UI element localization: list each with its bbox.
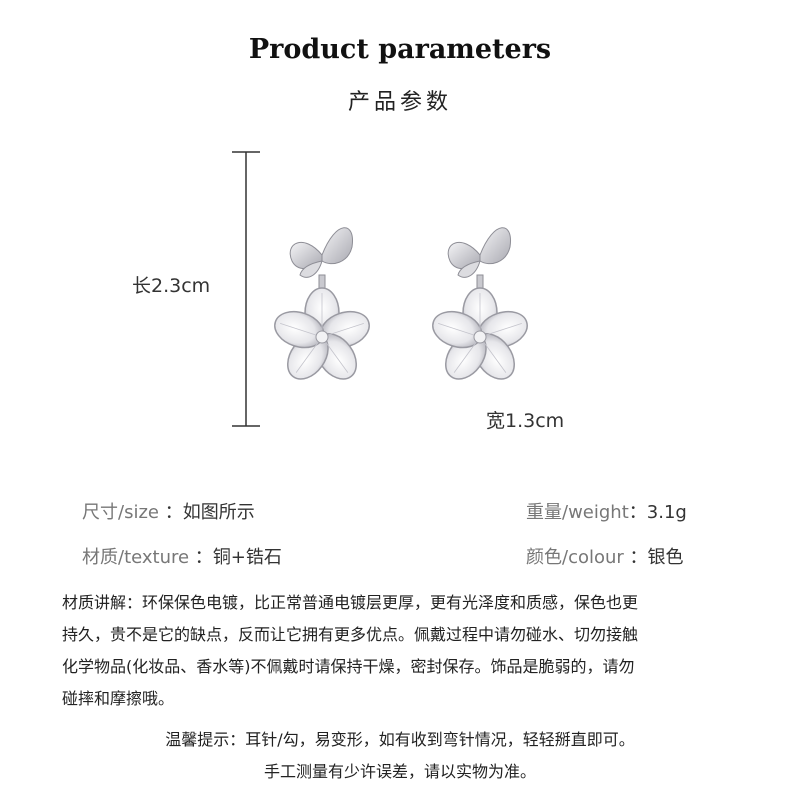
spec-weight-separator: ： — [628, 502, 647, 523]
description-line: 化学物品(化妆品、香水等)不佩戴时请保持干燥，密封保存。饰品是脆弱的，请勿 — [62, 657, 635, 676]
spec-texture: 材质/texture ：铜+锆石 — [82, 543, 282, 569]
spec-colour-value: 银色 — [647, 547, 684, 568]
width-label: 宽1.3cm — [486, 410, 565, 432]
description-line: 碰摔和摩擦哦。 — [62, 689, 175, 708]
length-label: 长2.3cm — [132, 275, 211, 297]
spec-weight: 重量/weight：3.1g — [526, 498, 687, 524]
spec-weight-label: 重量/weight — [526, 502, 629, 523]
spec-size-label: 尺寸/size — [82, 502, 159, 523]
spec-texture-label: 材质/texture — [82, 547, 190, 568]
spec-size: 尺寸/size ：如图所示 — [82, 498, 255, 524]
earrings-image — [269, 226, 533, 388]
description-line: 材质讲解：环保保色电镀，比正常普通电镀层更厚，更有光泽度和质感，保色也更 — [62, 593, 639, 612]
measurement-disclaimer: 手工测量有少许误差，请以实物为准。 — [263, 762, 536, 781]
description-line: 持久，贵不是它的缺点，反而让它拥有更多优点。佩戴过程中请勿碰水、切勿接触 — [62, 625, 639, 644]
spec-size-separator: ： — [158, 502, 183, 523]
spec-texture-separator: ： — [189, 547, 213, 568]
spec-colour: 颜色/colour ：银色 — [526, 543, 684, 569]
spec-colour-separator: ： — [623, 547, 648, 568]
spec-weight-value: 3.1g — [646, 502, 687, 523]
spec-colour-label: 颜色/colour — [526, 547, 624, 568]
warm-tip: 温馨提示：耳针/勾，易变形，如有收到弯针情况，轻轻掰直即可。 — [165, 730, 635, 749]
page-subtitle: 产品参数 — [347, 90, 452, 115]
material-description: 材质讲解：环保保色电镀，比正常普通电镀层更厚，更有光泽度和质感，保色也更 持久，… — [62, 587, 752, 715]
length-dimension-line — [232, 151, 260, 427]
spec-size-value: 如图所示 — [182, 502, 255, 523]
spec-texture-value: 铜+锆石 — [212, 547, 282, 568]
page-title: Product parameters — [248, 34, 552, 65]
